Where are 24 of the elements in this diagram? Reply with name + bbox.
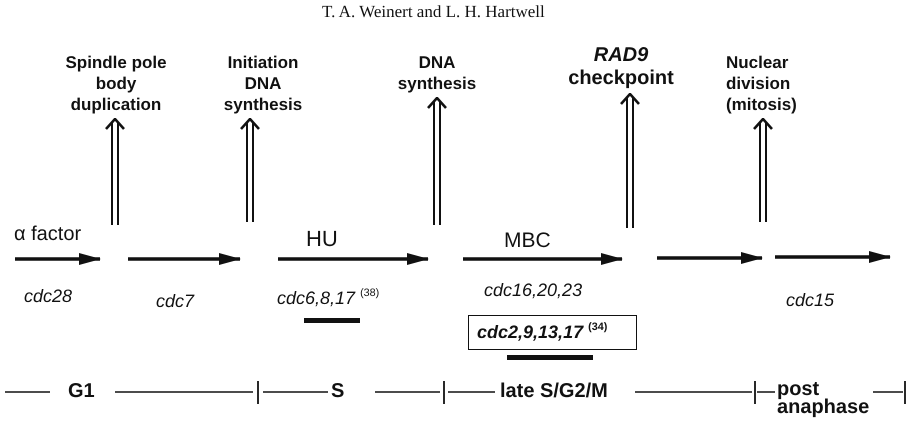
double-arrow [426,96,448,226]
phase-label: S [331,380,344,403]
gene-label: cdc16,20,23 [484,280,582,301]
phase-label: late S/G2/M [500,380,608,403]
double-arrow [752,118,774,223]
event-label: Nuclear division (mitosis) [726,52,818,115]
agent-label: HU [306,226,338,252]
event-label: Initiation DNA synthesis [218,52,308,115]
double-arrow [620,92,640,229]
gene-label: cdc6,8,17 $^{(38)}$ [277,288,380,309]
gene-label: cdc7 [156,291,194,312]
running-header: T. A. Weinert and L. H. Hartwell [322,2,545,22]
phase-label: G1 [68,380,95,403]
event-label: Spindle pole body duplication [56,52,176,115]
event-label: DNA synthesis [392,52,482,94]
gene-label: cdc28 [24,286,72,307]
double-arrow [104,118,126,226]
double-arrow [240,118,260,223]
gene-label: cdc15 [786,290,834,311]
agent-label: MBC [504,229,551,254]
agent-label: α factor [14,223,82,246]
phase-label: post anaphase [777,380,870,416]
event-label: RAD9 checkpoint [561,44,681,90]
gene-list-box: cdc2,9,13,17 $^{(34)}$ [468,315,637,350]
